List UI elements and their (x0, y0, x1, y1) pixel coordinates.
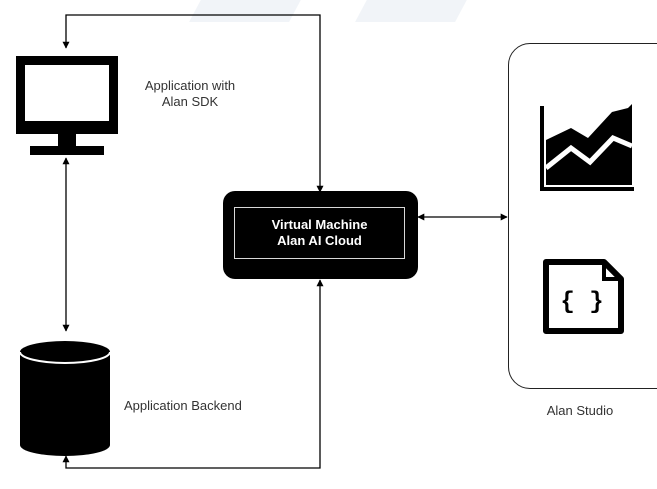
monitor-icon (16, 56, 118, 155)
code-file-icon: { } (543, 259, 624, 334)
vm-title-line-1: Virtual Machine (271, 217, 368, 232)
area-chart-icon (540, 104, 634, 191)
backend-label: Application Backend (124, 398, 242, 413)
virtual-machine-inner-frame: Virtual Machine Alan AI Cloud (234, 207, 405, 259)
frontend-label-line-2: Alan SDK (161, 94, 219, 109)
vm-title-line-2: Alan AI Cloud (277, 233, 362, 248)
connector-backend-to-vm (62, 279, 324, 469)
virtual-machine-node: Virtual Machine Alan AI Cloud (223, 191, 418, 279)
frontend-label-line-1: Application with (144, 78, 236, 93)
connector-monitor-to-vm (62, 14, 324, 193)
database-icon (19, 341, 111, 456)
frontend-label: Application with Alan SDK (130, 78, 250, 110)
studio-label: Alan Studio (546, 403, 614, 418)
code-braces-glyph: { } (560, 289, 603, 316)
